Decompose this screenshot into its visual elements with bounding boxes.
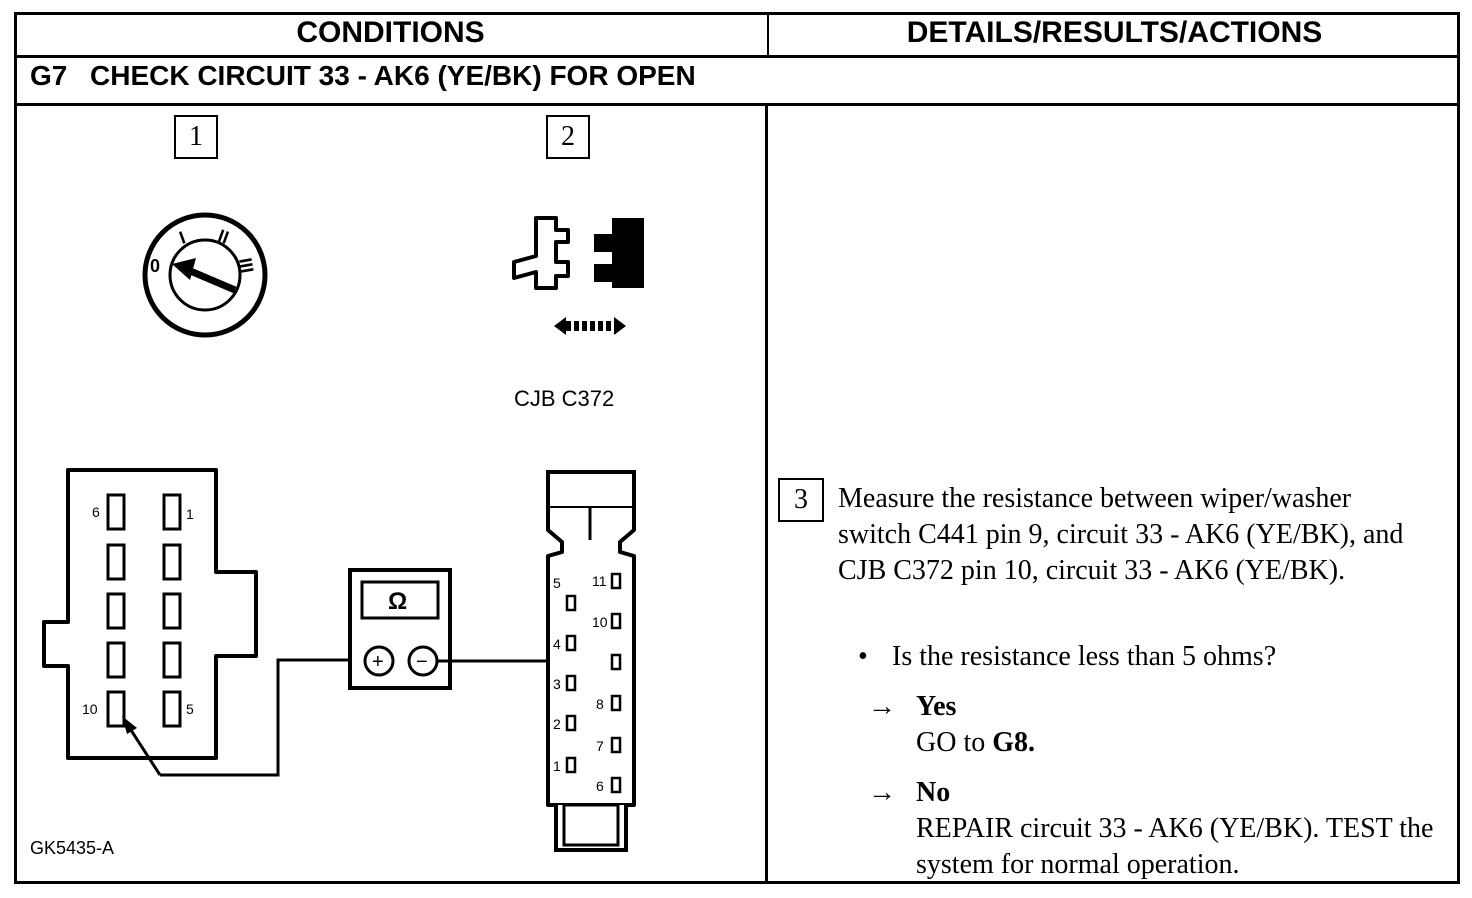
no-label: No bbox=[916, 777, 951, 808]
switch-connector-c441: 6 1 10 5 bbox=[42, 468, 258, 760]
c441-pin-1: 1 bbox=[186, 506, 194, 522]
ignition-pos-3: III bbox=[235, 256, 257, 274]
figure-id: GK5435-A bbox=[30, 838, 114, 858]
c372-pin-1: 1 bbox=[553, 758, 561, 774]
header-divider-vertical bbox=[767, 12, 769, 57]
c372-pin-11: 11 bbox=[592, 573, 607, 589]
no-arrow: → bbox=[868, 777, 896, 808]
c372-pin-7: 7 bbox=[596, 738, 604, 754]
yes-label: Yes bbox=[916, 691, 957, 722]
body-divider-vertical bbox=[765, 105, 768, 884]
header-details: DETAILS/RESULTS/ACTIONS bbox=[906, 16, 1323, 49]
c372-pin-6: 6 bbox=[596, 778, 604, 794]
header-divider-horizontal bbox=[14, 55, 1460, 58]
connector-disconnect-icon bbox=[512, 216, 644, 335]
wiring-diagram: 0 I II III CJB C372 6 1 10 5 bbox=[30, 212, 644, 858]
section-title: CHECK CIRCUIT 33 - AK6 (YE/BK) FOR OPEN bbox=[90, 60, 696, 91]
meter-lead-left bbox=[122, 658, 352, 777]
c441-pin-6: 6 bbox=[92, 504, 100, 520]
yes-target-link: G8. bbox=[992, 727, 1036, 758]
yes-arrow: → bbox=[868, 691, 896, 722]
meter-minus: − bbox=[416, 651, 428, 673]
no-action: REPAIR circuit 33 - AK6 (YE/BK). TEST th… bbox=[916, 813, 1434, 880]
ohm-symbol: Ω bbox=[388, 588, 407, 615]
step-1-box: 1 bbox=[174, 115, 218, 159]
ignition-switch-icon: 0 I II III bbox=[142, 212, 268, 338]
section-id: G7 bbox=[30, 60, 68, 91]
ohmmeter-icon: Ω + − bbox=[348, 568, 452, 690]
connector-label: CJB C372 bbox=[514, 386, 614, 411]
yes-action-prefix: GO to bbox=[916, 727, 993, 758]
header-conditions: CONDITIONS bbox=[296, 16, 485, 49]
c372-pin-4: 4 bbox=[553, 636, 561, 652]
c372-pin-3: 3 bbox=[553, 676, 561, 692]
c372-pin-5: 5 bbox=[553, 575, 561, 591]
section-divider-horizontal bbox=[14, 103, 1460, 106]
step-2-box: 2 bbox=[546, 115, 590, 159]
cjb-connector-c372: 5 11 10 4 3 8 2 7 1 6 bbox=[546, 470, 636, 852]
step-3-box: 3 bbox=[778, 478, 824, 522]
c441-pin-10: 10 bbox=[82, 701, 98, 717]
yes-action: GO to G8. bbox=[916, 725, 1035, 761]
table-frame bbox=[14, 12, 1460, 884]
c441-pin-5: 5 bbox=[186, 701, 194, 717]
question-bullet: • bbox=[858, 641, 868, 672]
c372-pin-10: 10 bbox=[592, 614, 608, 630]
ignition-pos-0: 0 bbox=[150, 256, 160, 276]
instruction-text: Measure the resistance between wiper/was… bbox=[838, 483, 1404, 586]
c372-pin-2: 2 bbox=[553, 716, 561, 732]
question-text: Is the resistance less than 5 ohms? bbox=[892, 641, 1277, 672]
meter-plus: + bbox=[372, 651, 384, 673]
c372-pin-8: 8 bbox=[596, 696, 604, 712]
ignition-pos-1: I bbox=[176, 227, 188, 248]
